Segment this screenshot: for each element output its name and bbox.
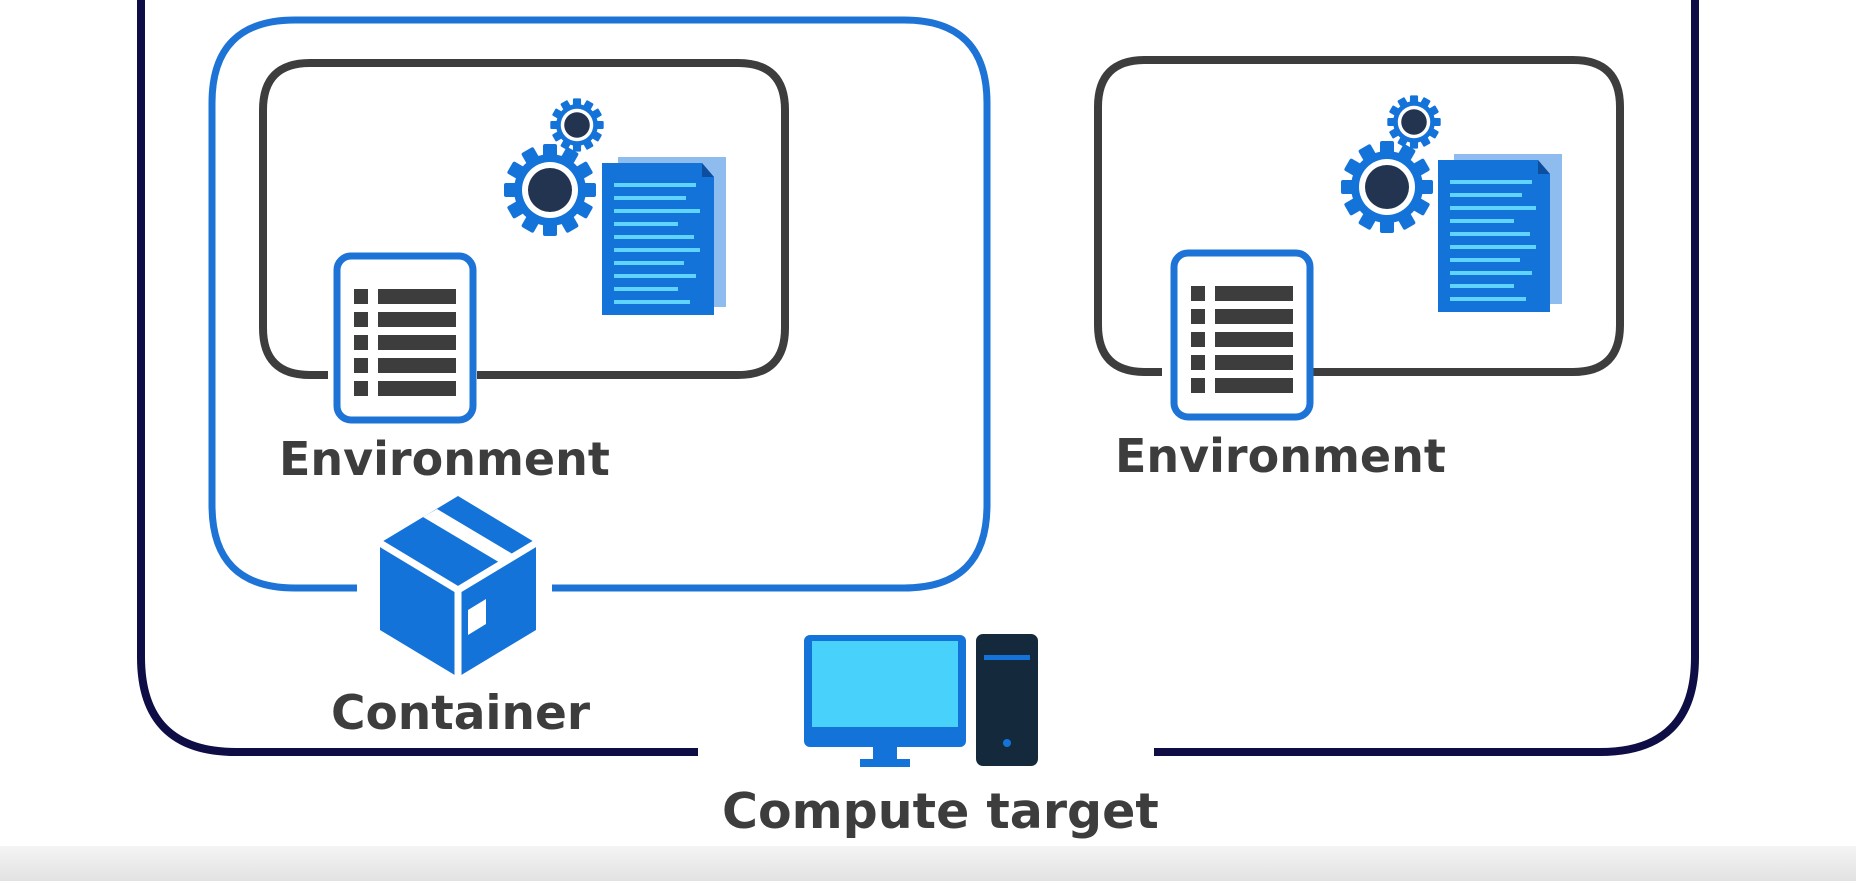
computer-tower-icon [976, 634, 1038, 766]
environment-boundary-right [1094, 56, 1624, 376]
gear-icon [550, 98, 604, 152]
environment-label-left: Environment [279, 432, 610, 486]
container-label: Container [331, 686, 591, 741]
compute-target-boundary [137, 0, 698, 756]
document-icon [1438, 154, 1562, 312]
container-box-icon [378, 496, 538, 677]
package-list-icon [1174, 253, 1310, 417]
environment-boundary-left [259, 59, 789, 379]
bottom-shadow-bar [0, 846, 1856, 881]
environment-label-right: Environment [1115, 429, 1446, 483]
gear-icon [1341, 141, 1433, 233]
package-list-icon [337, 256, 473, 420]
gear-icon [504, 144, 596, 236]
compute-target-label: Compute target [722, 783, 1159, 840]
gear-icon [1387, 95, 1441, 149]
compute-target-boundary-right [1154, 0, 1699, 756]
computer-monitor-icon [804, 635, 966, 767]
container-boundary [208, 16, 991, 592]
document-icon [602, 157, 726, 315]
